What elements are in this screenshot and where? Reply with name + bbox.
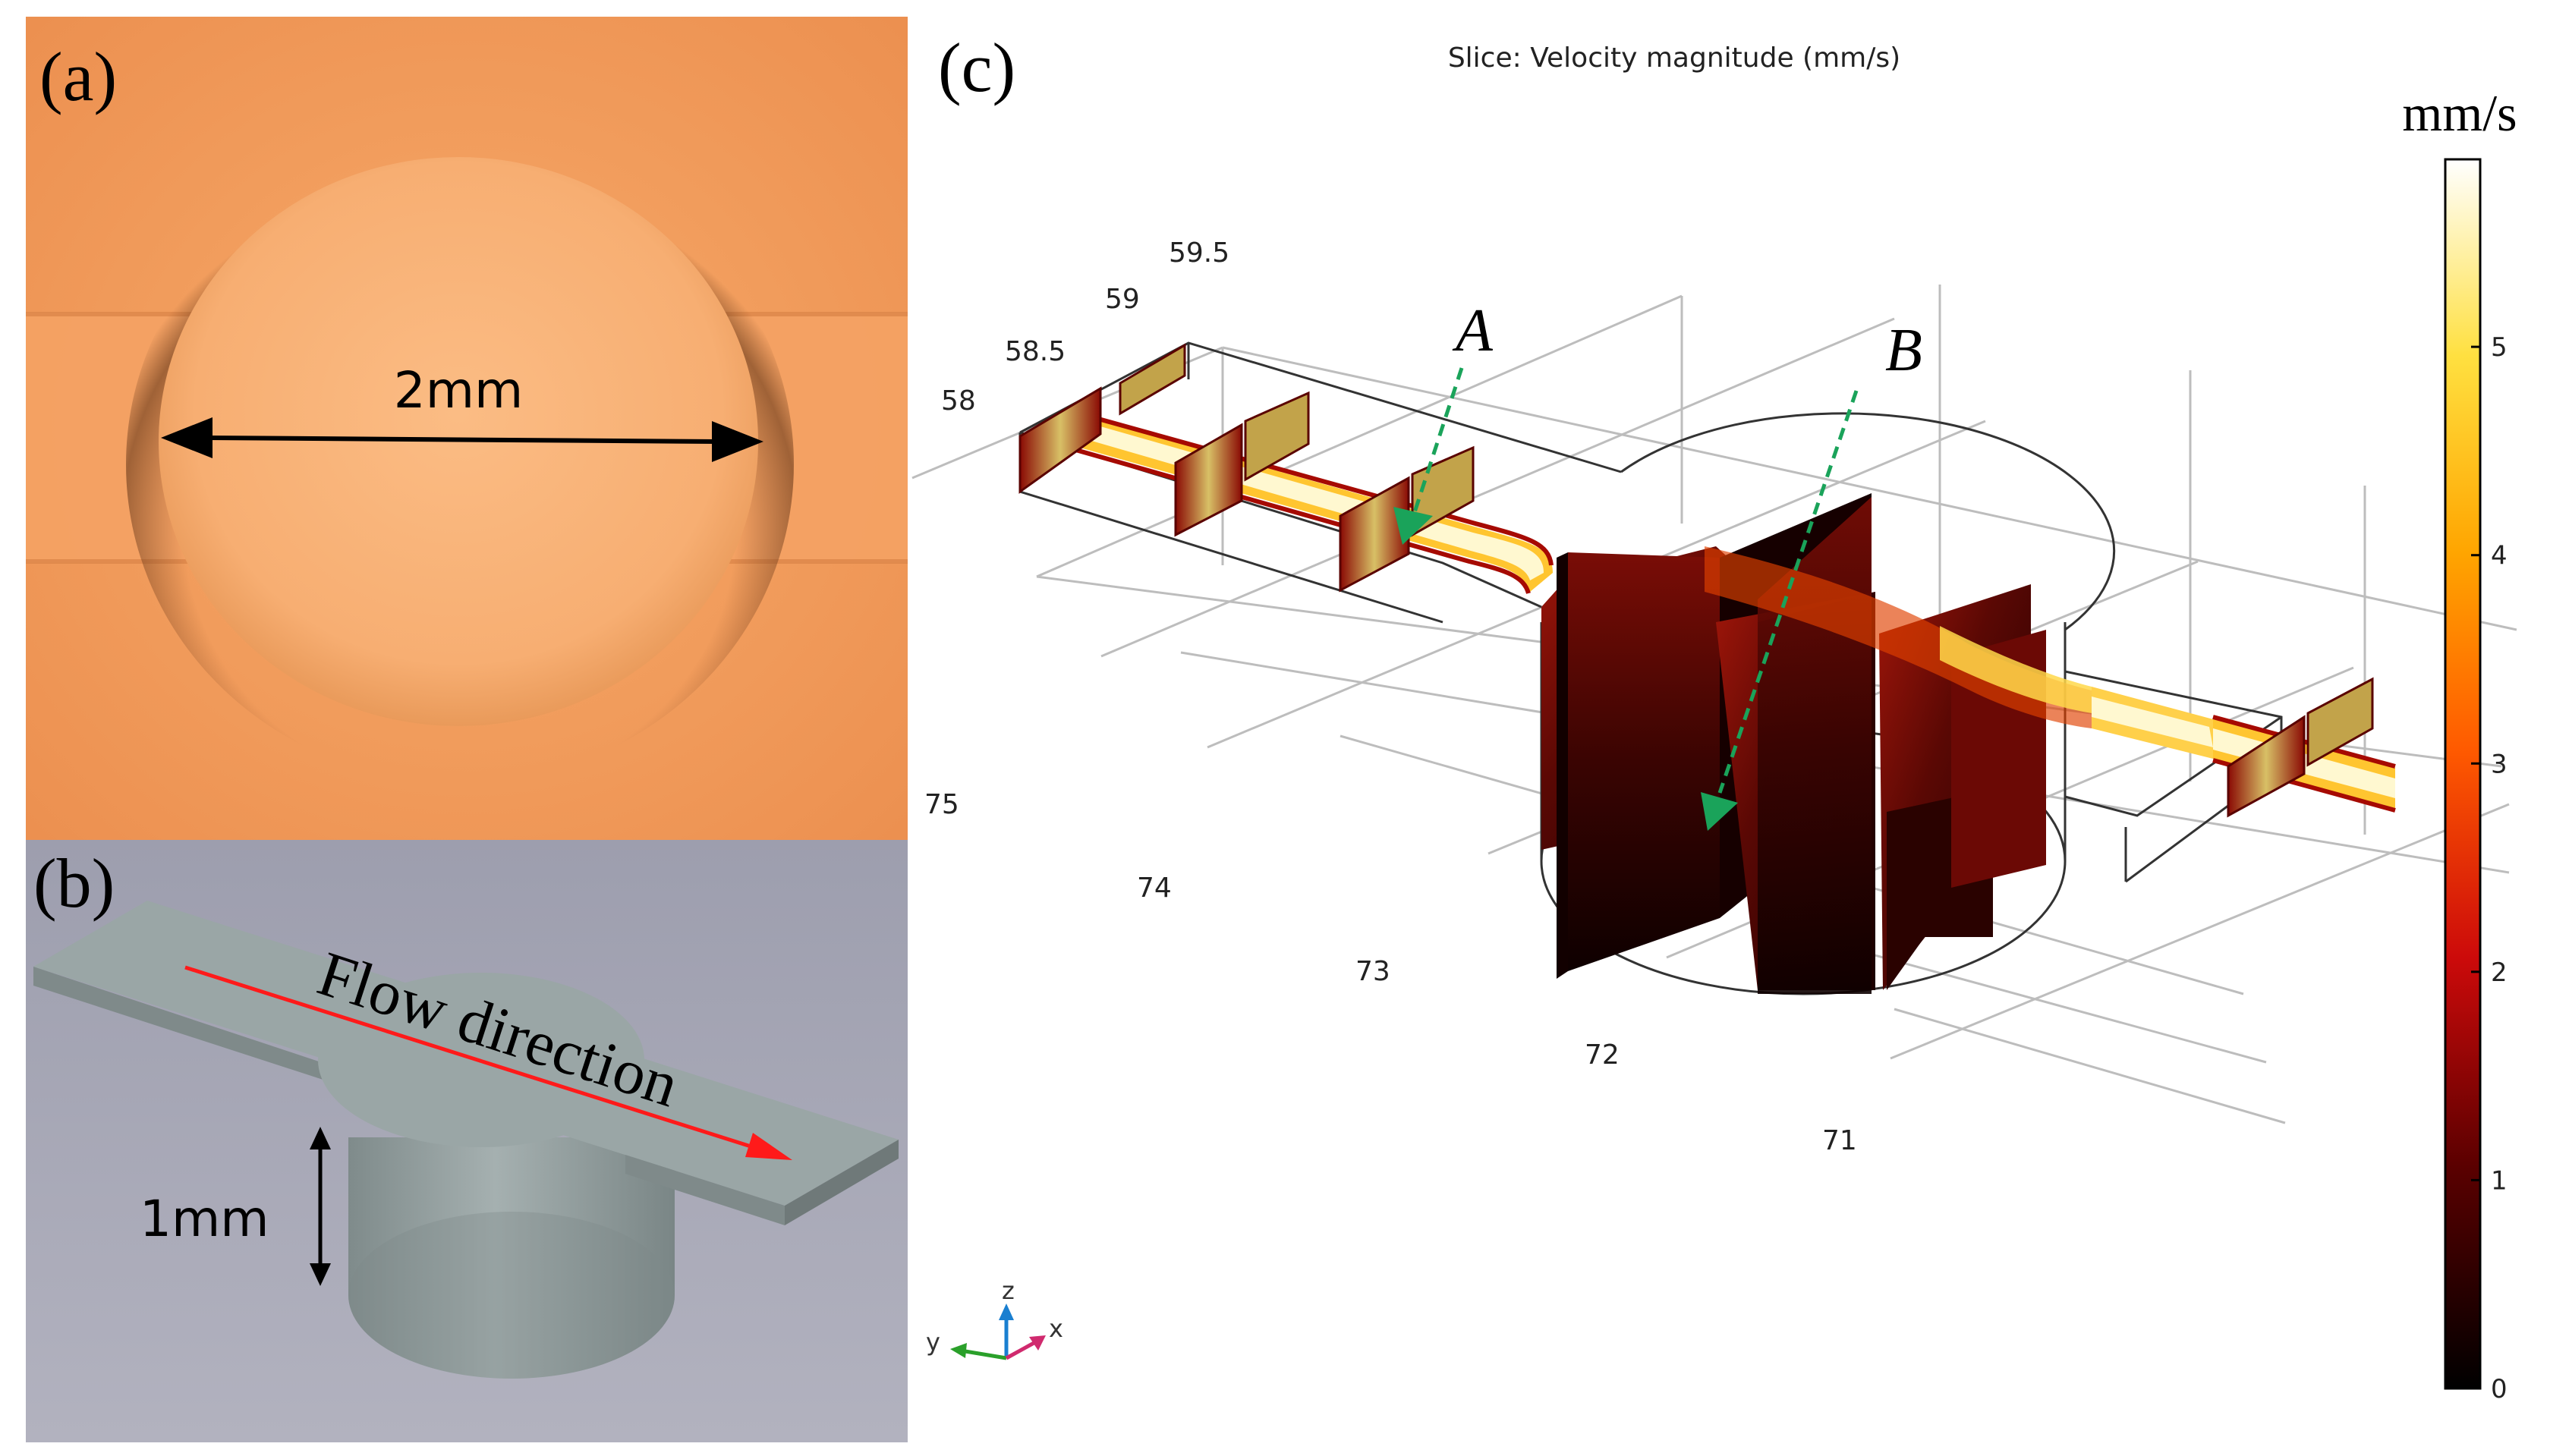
triad-z-label: z (1002, 1276, 1015, 1305)
z-tick: 59.5 (1169, 237, 1229, 269)
colorbar-gradient (2444, 158, 2482, 1390)
x-tick: 75 (924, 789, 959, 820)
colorbar-tick-label: 1 (2491, 1165, 2508, 1196)
z-tick: 59 (1105, 284, 1140, 315)
panel-a-label: (a) (39, 38, 117, 115)
z-tick-labels: 59.5 59 58.5 58 (941, 237, 1229, 417)
colorbar-tick-label: 0 (2491, 1374, 2508, 1404)
height-arrow (310, 1127, 331, 1286)
colorbar-tick-label: 4 (2491, 541, 2508, 571)
axis-triad: z y x (926, 1276, 1063, 1360)
x-tick: 74 (1137, 873, 1172, 904)
colorbar-unit: mm/s (2402, 84, 2517, 142)
x-tick-labels: 75 74 73 72 71 (924, 789, 1857, 1156)
z-tick: 58.5 (1005, 336, 1066, 367)
diameter-label: 2mm (394, 361, 524, 420)
panel-b-cad: Flow direction 1mm (b) (26, 840, 908, 1442)
cad-cylinder (348, 1137, 675, 1379)
panel-a-photo: 2mm (a) (26, 17, 908, 840)
x-tick: 72 (1585, 1039, 1620, 1071)
colorbar-ticks: 5 4 3 2 1 0 (2471, 332, 2508, 1404)
marker-a-label: A (1452, 297, 1494, 364)
panel-c-simulation: (c) Slice: Velocity magnitude (mm/s) (908, 0, 2550, 1456)
x-tick: 73 (1355, 956, 1390, 987)
triad-y-label: y (926, 1328, 940, 1357)
colorbar-tick-label: 3 (2491, 749, 2508, 779)
colorbar-tick-label: 5 (2491, 332, 2508, 363)
diameter-arrow (161, 417, 763, 462)
x-tick: 71 (1822, 1125, 1857, 1156)
plot-title: Slice: Velocity magnitude (mm/s) (1448, 42, 1900, 74)
marker-a-arrow (1393, 367, 1464, 545)
panel-b-label: (b) (33, 844, 115, 922)
marker-b-label: B (1885, 317, 1922, 384)
flow-arrow (184, 965, 792, 1160)
colorbar: mm/s 5 4 3 2 1 0 (2402, 84, 2517, 1404)
triad-x-label: x (1049, 1314, 1063, 1343)
chamber-jet-core (1940, 626, 2092, 713)
inlet-slices (1018, 343, 2374, 818)
colorbar-tick-label: 2 (2491, 958, 2508, 988)
chamber-slices (1541, 493, 2046, 994)
marker-b-arrow (1701, 390, 1859, 831)
panel-c-label: (c) (938, 29, 1015, 106)
z-tick: 58 (941, 385, 976, 417)
height-label: 1mm (140, 1190, 269, 1248)
